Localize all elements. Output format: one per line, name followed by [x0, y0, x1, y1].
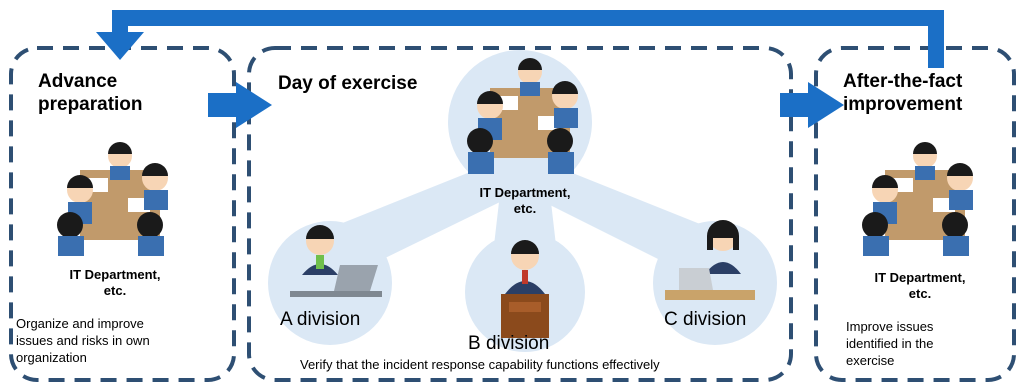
c-division-label: C division	[664, 309, 747, 330]
a-division-circle	[268, 221, 392, 345]
panel-after-border	[814, 46, 1016, 382]
after-desc-line: identified in the	[846, 336, 934, 351]
meeting-illustration-advance	[57, 142, 168, 256]
exercise-title: Day of exercise	[278, 73, 418, 94]
exercise-dept-line1: IT Department,	[479, 185, 571, 200]
after-dept-line2: etc.	[908, 286, 932, 301]
advance-dept-line2: etc.	[103, 283, 127, 298]
after-description: Improve issues identified in the exercis…	[846, 318, 1006, 369]
after-title-line2: improvement	[843, 94, 963, 115]
after-desc-line: exercise	[846, 353, 895, 368]
arrow-exercise-to-after	[780, 82, 844, 128]
c-division-circle	[653, 221, 777, 345]
exercise-dept-label: IT Department, etc.	[455, 185, 595, 217]
advance-title-line2: preparation	[38, 94, 143, 115]
meeting-illustration-exercise	[467, 58, 578, 174]
advance-desc-line: organization	[16, 350, 87, 365]
advance-title: Advance preparation	[38, 70, 143, 116]
b-division-label: B division	[468, 333, 550, 354]
person-laptop-a-icon	[290, 225, 382, 297]
advance-desc-line: issues and risks in own	[16, 333, 150, 348]
after-desc-line: Improve issues	[846, 319, 934, 334]
exercise-dept-line2: etc.	[513, 201, 537, 216]
after-title: After-the-fact improvement	[843, 70, 962, 116]
panel-exercise-border	[247, 46, 793, 382]
advance-title-line1: Advance	[38, 71, 118, 92]
exercise-caption: Verify that the incident response capabi…	[300, 357, 660, 372]
a-division-label: A division	[280, 309, 361, 330]
advance-dept-line1: IT Department,	[69, 267, 161, 282]
after-title-line1: After-the-fact	[843, 71, 963, 92]
person-podium-b-icon	[501, 240, 549, 338]
after-dept-line1: IT Department,	[874, 270, 966, 285]
after-dept-label: IT Department, etc.	[850, 270, 990, 302]
person-laptop-c-icon	[665, 220, 755, 300]
advance-desc-line: Organize and improve	[16, 316, 144, 331]
feedback-loop-arrow	[96, 10, 944, 68]
arrow-advance-to-exercise	[208, 82, 272, 128]
advance-description: Organize and improve issues and risks in…	[16, 315, 226, 366]
advance-dept-label: IT Department, etc.	[40, 267, 190, 299]
meeting-illustration-after	[862, 142, 973, 256]
